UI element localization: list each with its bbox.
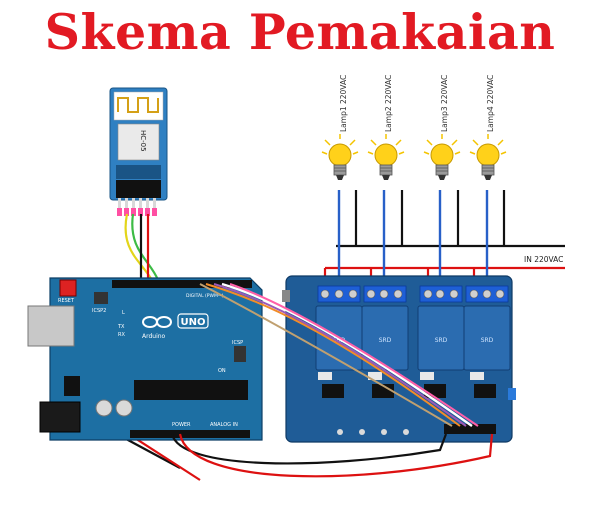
- lamp-3: [423, 134, 461, 180]
- lamp-4: [469, 134, 507, 180]
- lightbulb-icon: [367, 134, 405, 180]
- page-title: Skema Pemakaian: [44, 3, 556, 61]
- lightbulb-icon: [321, 134, 359, 180]
- relay-input-header: [444, 424, 496, 434]
- ac-wiring: [323, 190, 565, 290]
- icsp-header: [234, 346, 246, 362]
- relay-3: SRD: [417, 305, 465, 371]
- rx-label: RX: [118, 332, 125, 338]
- svg-text:SRD: SRD: [333, 337, 346, 344]
- digital-label: DIGITAL (PWM~): [186, 293, 224, 299]
- signal-wires: [199, 282, 479, 427]
- digital-header: [112, 280, 252, 288]
- lamp-3-label: Lamp3 220VAC: [440, 75, 449, 132]
- l-label: L: [122, 310, 125, 316]
- lamp-4-label: Lamp4 220VAC: [486, 75, 495, 132]
- power-jack: [39, 401, 81, 433]
- arduino-board: RESET ICSP2 ICSP Arduino UNO TX RX L ON …: [27, 277, 263, 441]
- lightbulb-icon: [469, 134, 507, 180]
- tx-label: TX: [117, 324, 125, 330]
- bluetooth-module: HC-05: [109, 87, 168, 216]
- reset-label: RESET: [58, 298, 75, 304]
- relay-board: SRD SRD SRD SRD: [282, 275, 516, 443]
- lamp-2: [367, 134, 405, 180]
- lamp-2-label: Lamp2 220VAC: [384, 75, 393, 132]
- lamp-1: [321, 134, 359, 180]
- arduino-logo-text: Arduino: [142, 333, 166, 340]
- microcontroller-chip: [134, 380, 248, 400]
- relay-terminals: [317, 285, 509, 303]
- svg-text:SRD: SRD: [435, 337, 448, 344]
- lamp-1-label: Lamp1 220VAC: [339, 75, 348, 132]
- power-analog-header: [130, 430, 250, 438]
- ac-input-label: IN 220VAC: [524, 255, 563, 264]
- reset-button: [59, 279, 77, 297]
- arduino-model: UNO: [181, 317, 206, 328]
- icsp-label: ICSP: [232, 340, 243, 346]
- icsp2-label: ICSP2: [92, 308, 106, 314]
- svg-text:SRD: SRD: [379, 337, 392, 344]
- on-label: ON: [218, 368, 226, 374]
- analog-label: ANALOG IN: [210, 422, 238, 428]
- relay-4: SRD: [463, 305, 511, 371]
- power-label: POWER: [172, 422, 191, 428]
- svg-text:SRD: SRD: [481, 337, 494, 344]
- icsp2-header: [94, 292, 108, 304]
- bluetooth-chip-label: HC-05: [139, 130, 147, 152]
- power-wires: [170, 433, 494, 478]
- arduino-logo: Arduino UNO: [142, 313, 209, 340]
- lightbulb-icon: [423, 134, 461, 180]
- usb-port: [27, 305, 75, 347]
